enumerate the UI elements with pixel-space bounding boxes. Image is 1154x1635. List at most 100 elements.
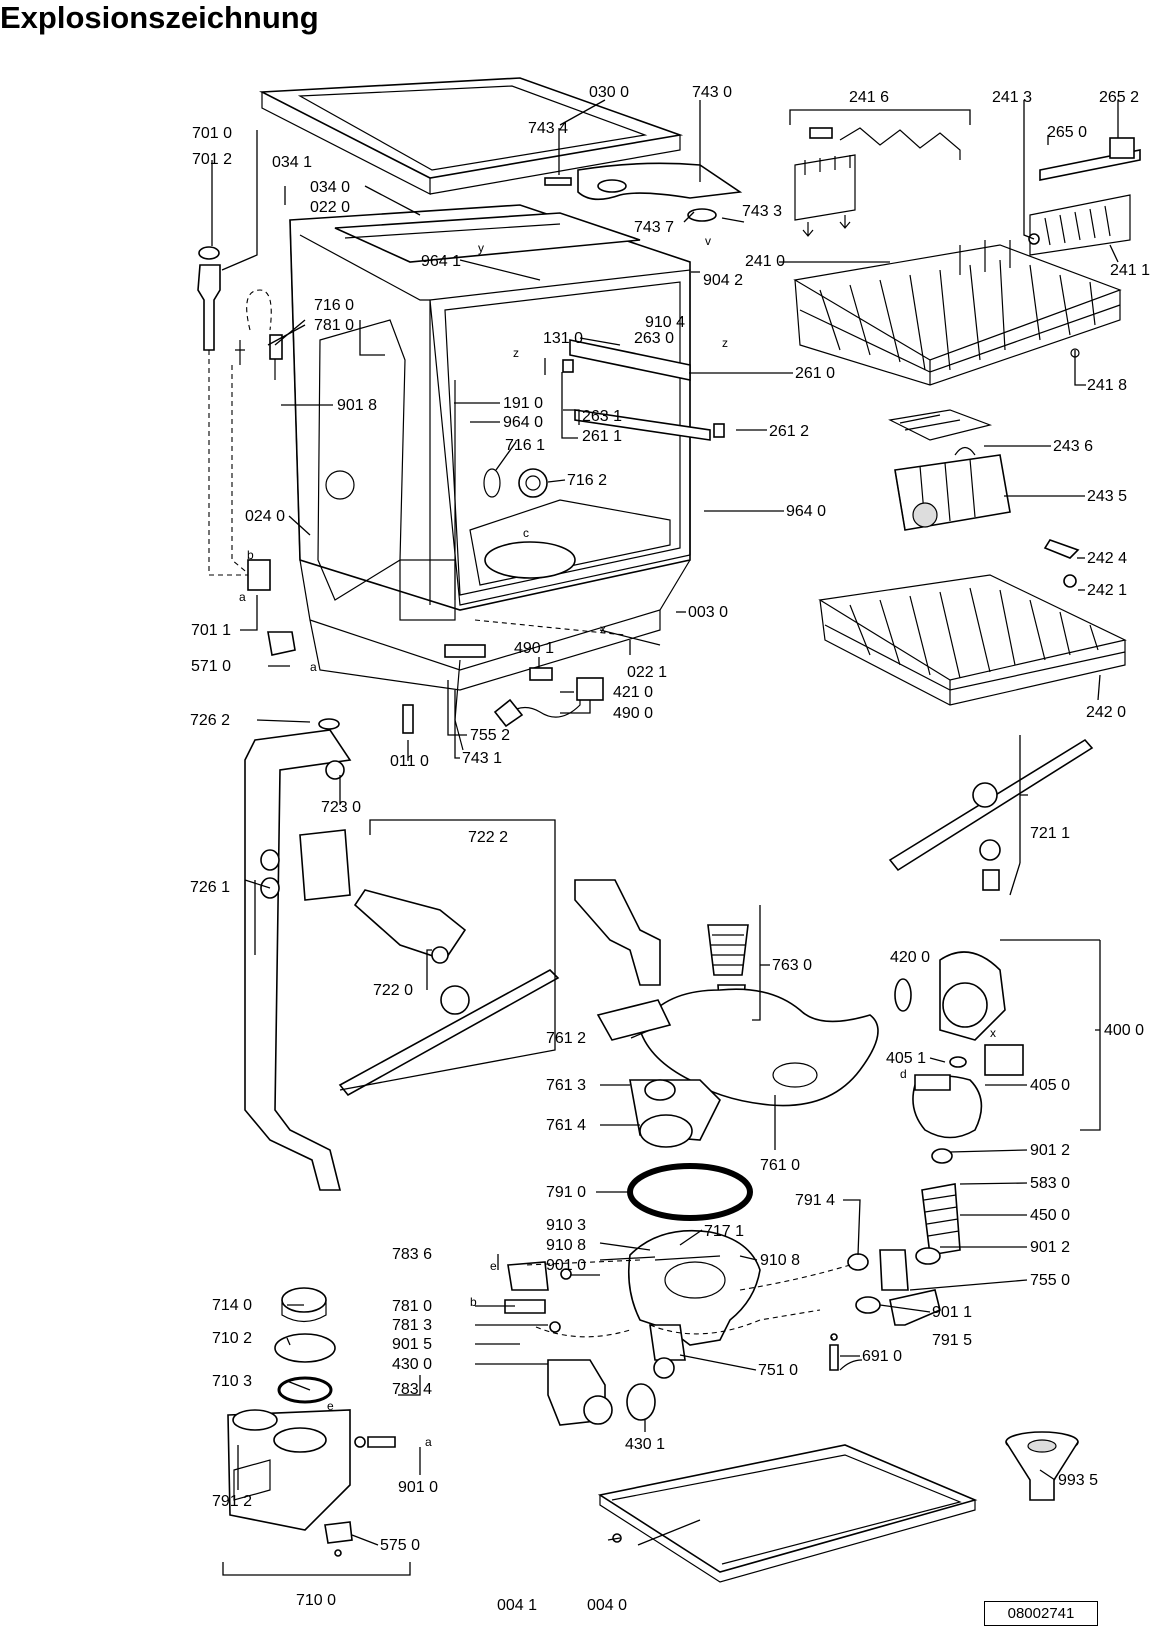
water-inlet-hose-part xyxy=(197,246,296,656)
part-label: 583 0 xyxy=(1030,1175,1070,1192)
part-label: 901 8 xyxy=(337,397,377,414)
mark-letter: b xyxy=(247,548,254,562)
part-label: 191 0 xyxy=(503,395,543,412)
part-label: 263 0 xyxy=(634,330,674,347)
mark-letter: z xyxy=(513,346,519,360)
part-label: 421 0 xyxy=(613,684,653,701)
mark-letter: a xyxy=(425,1435,432,1449)
mark-letter: x xyxy=(600,622,606,636)
upper-basket-part xyxy=(793,240,1122,386)
part-label: 726 1 xyxy=(190,879,230,896)
part-label: 901 1 xyxy=(932,1304,972,1321)
part-label: 450 0 xyxy=(1030,1207,1070,1224)
part-label: 723 0 xyxy=(321,799,361,816)
part-label: 261 2 xyxy=(769,423,809,440)
part-label: 904 2 xyxy=(703,272,743,289)
part-label: 743 0 xyxy=(692,84,732,101)
sump-body-part xyxy=(626,1229,761,1421)
drain-pump-part xyxy=(354,1261,613,1448)
clip-part xyxy=(1043,539,1080,588)
part-label: 420 0 xyxy=(890,949,930,966)
gasket-part xyxy=(627,1163,753,1221)
part-label: 241 1 xyxy=(1110,262,1150,279)
part-label: 993 5 xyxy=(1058,1472,1098,1489)
mark-letter: v xyxy=(705,234,711,248)
part-label: 263 1 xyxy=(582,408,622,425)
part-label: 241 3 xyxy=(992,89,1032,106)
base-plate-part xyxy=(597,1444,978,1583)
part-label: 242 0 xyxy=(1086,704,1126,721)
lower-pipe-part xyxy=(574,879,661,986)
leader-lines xyxy=(211,99,1119,1576)
part-label: 241 8 xyxy=(1087,377,1127,394)
mark-letter: e xyxy=(490,1259,497,1273)
part-label: 761 0 xyxy=(760,1157,800,1174)
part-label: 034 0 xyxy=(310,179,350,196)
part-label: 781 0 xyxy=(314,317,354,334)
part-label: 751 0 xyxy=(758,1362,798,1379)
part-label: 490 1 xyxy=(514,640,554,657)
part-label: 901 0 xyxy=(398,1479,438,1496)
mark-letter: c xyxy=(523,526,529,540)
part-label: 726 2 xyxy=(190,712,230,729)
part-label: 761 2 xyxy=(546,1030,586,1047)
part-label: 964 1 xyxy=(421,253,461,270)
part-label: 716 2 xyxy=(567,472,607,489)
mark-letter: a xyxy=(239,590,246,604)
part-label: 761 4 xyxy=(546,1117,586,1134)
part-label: 004 1 xyxy=(497,1597,537,1614)
part-label: 722 0 xyxy=(373,982,413,999)
part-label: 743 4 xyxy=(528,120,568,137)
basket-rail-part xyxy=(1028,137,1141,256)
part-label: 261 0 xyxy=(795,365,835,382)
part-label: 701 0 xyxy=(192,125,232,142)
part-label: 716 0 xyxy=(314,297,354,314)
mark-letter: a xyxy=(310,660,317,674)
part-label: 755 2 xyxy=(470,727,510,744)
part-label: 701 2 xyxy=(192,151,232,168)
part-label: 791 0 xyxy=(546,1184,586,1201)
part-label: 004 0 xyxy=(587,1597,627,1614)
funnel-part xyxy=(1005,1431,1079,1501)
part-label: 405 1 xyxy=(886,1050,926,1067)
part-label: 430 1 xyxy=(625,1436,665,1453)
part-label: 901 5 xyxy=(392,1336,432,1353)
part-label: 717 1 xyxy=(704,1223,744,1240)
part-label: 242 4 xyxy=(1087,550,1127,567)
top-cover-part xyxy=(258,77,684,195)
cup-shelf-part xyxy=(794,127,961,237)
part-label: 901 2 xyxy=(1030,1239,1070,1256)
connection-marks: b a a c x x z z y v d e e b a xyxy=(239,234,996,1449)
upper-spray-arm-part xyxy=(299,829,560,1097)
part-label: 400 0 xyxy=(1104,1022,1144,1039)
part-label: 755 0 xyxy=(1030,1272,1070,1289)
water-softener-part xyxy=(227,1287,353,1557)
part-label: 910 8 xyxy=(546,1237,586,1254)
heater-part xyxy=(829,1148,961,1371)
circulation-pump-part xyxy=(894,951,1024,1139)
part-label: 743 1 xyxy=(462,750,502,767)
mark-letter: x xyxy=(990,1026,996,1040)
part-label: 022 0 xyxy=(310,199,350,216)
part-label: 791 2 xyxy=(212,1493,252,1510)
dash-connector xyxy=(474,619,626,636)
part-label: 781 3 xyxy=(392,1317,432,1334)
lower-basket-part xyxy=(818,574,1127,706)
mark-letter: z xyxy=(722,336,728,350)
part-label: 022 1 xyxy=(627,664,667,681)
part-label: 034 1 xyxy=(272,154,312,171)
part-label: 714 0 xyxy=(212,1297,252,1314)
part-label: 716 1 xyxy=(505,437,545,454)
part-label: 783 4 xyxy=(392,1381,432,1398)
part-label: 490 0 xyxy=(613,705,653,722)
part-label: 131 0 xyxy=(543,330,583,347)
part-label: 761 3 xyxy=(546,1077,586,1094)
part-label: 241 0 xyxy=(745,253,785,270)
part-label: 265 2 xyxy=(1099,89,1139,106)
power-cord-part xyxy=(402,644,604,751)
part-label: 964 0 xyxy=(786,503,826,520)
tub-cabinet-part xyxy=(289,204,725,691)
part-labels: 030 0 743 0 241 6 241 3 265 2 701 0 701 … xyxy=(190,84,1150,1614)
part-label: 242 1 xyxy=(1087,582,1127,599)
